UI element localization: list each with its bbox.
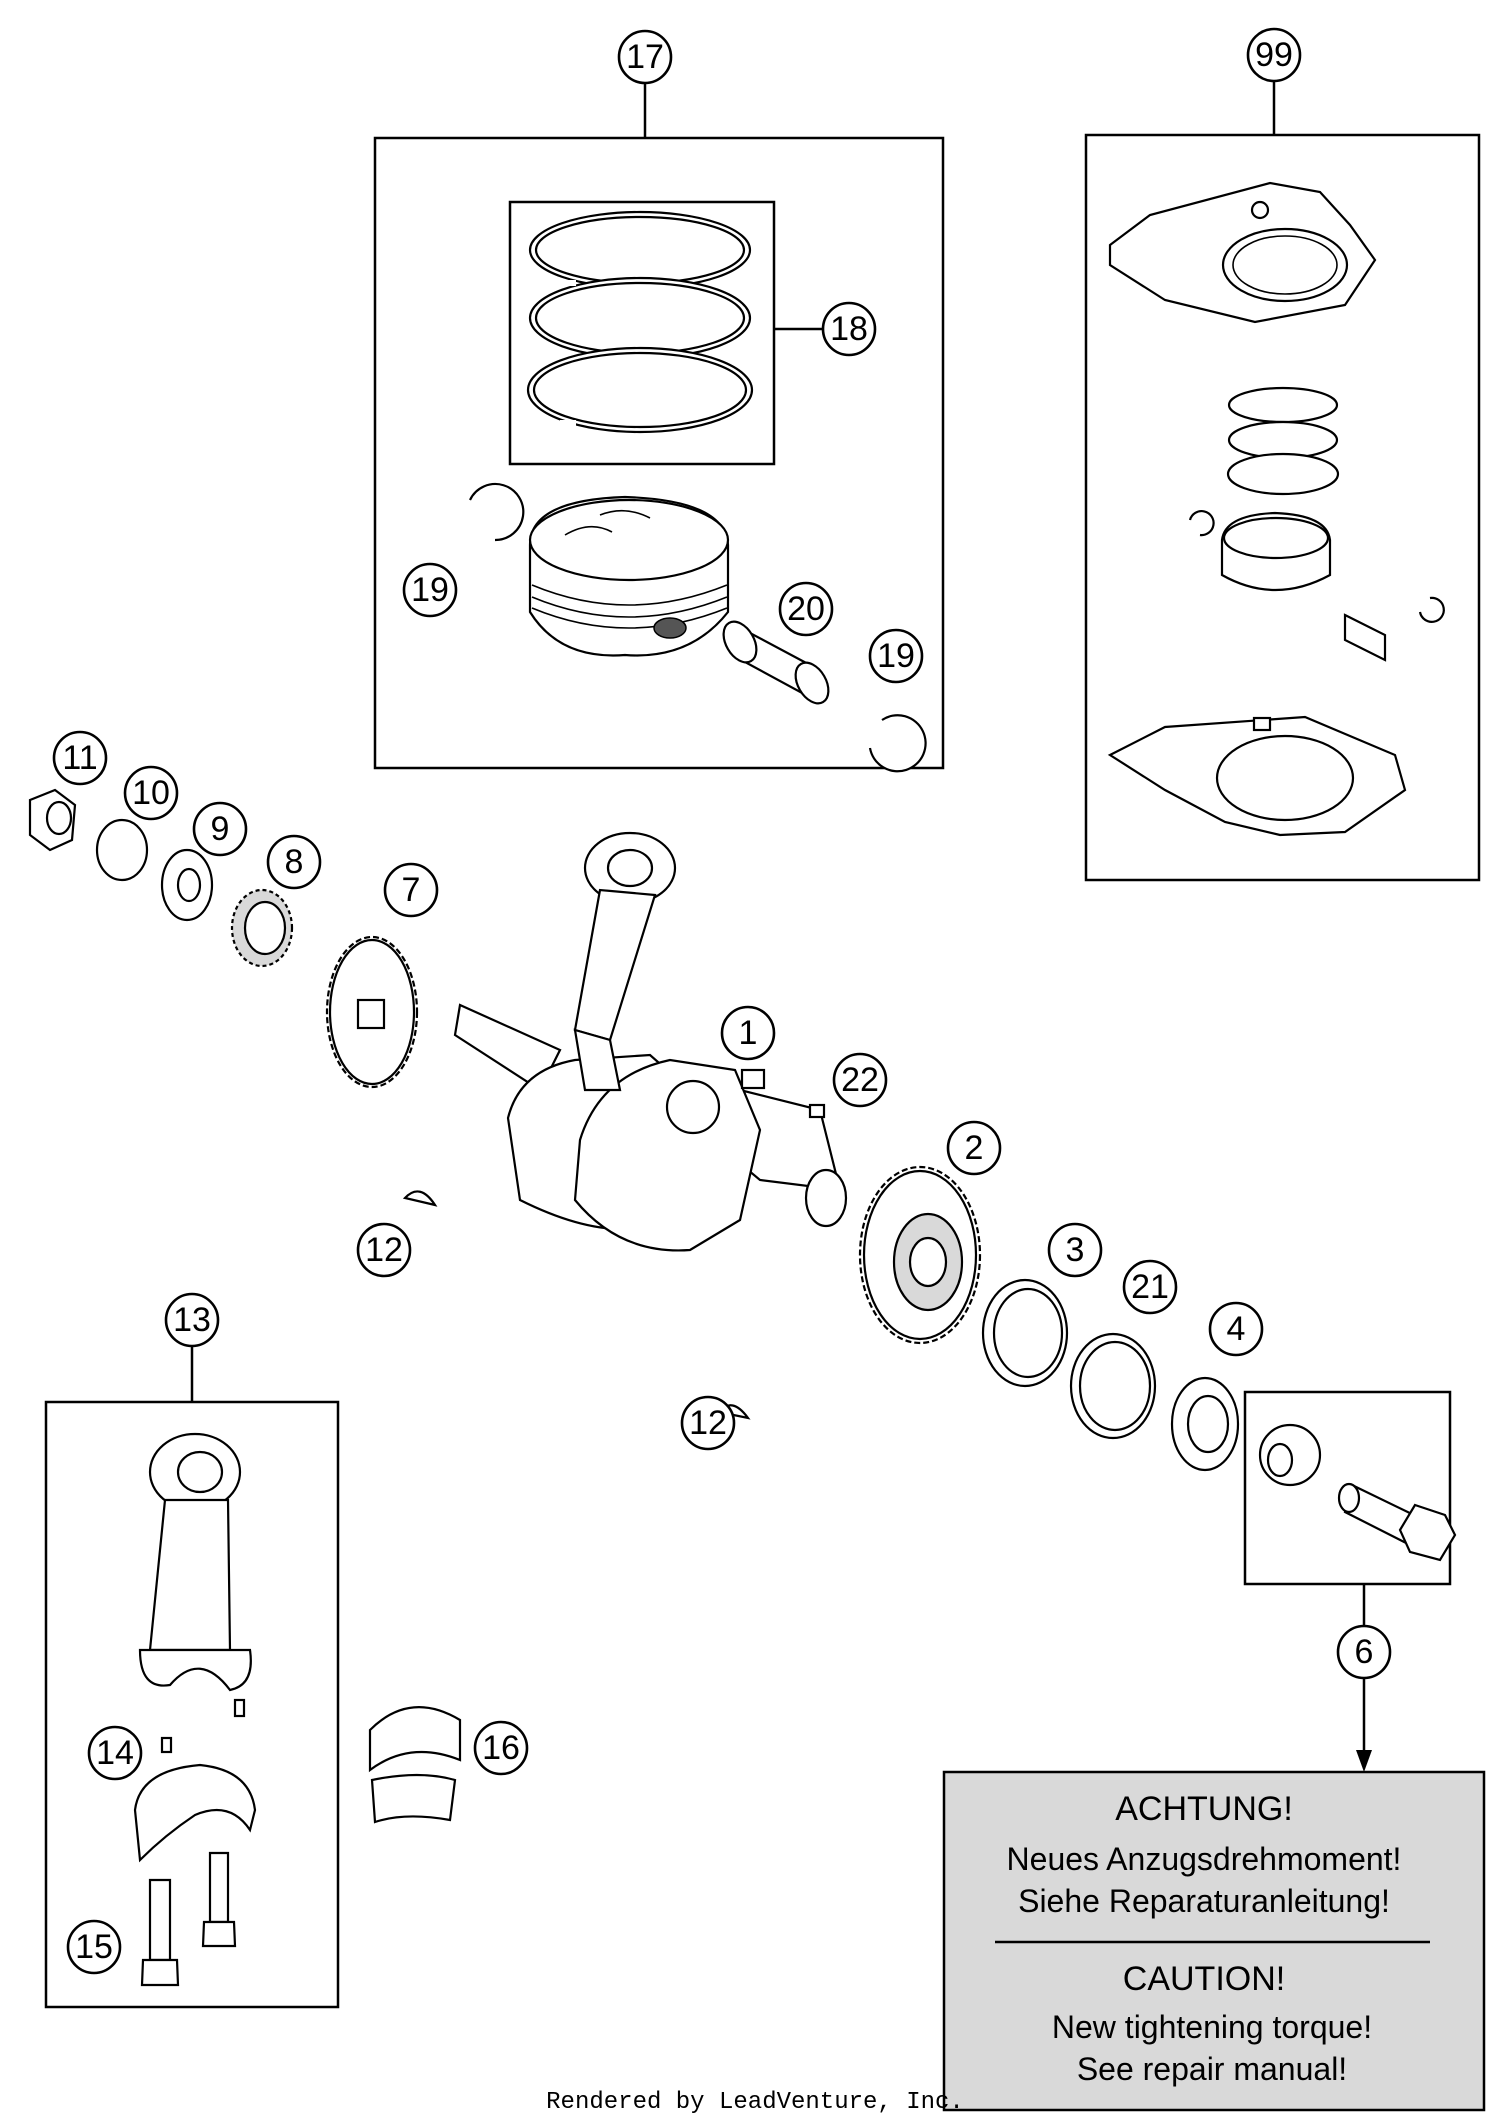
render-credit: Rendered by LeadVenture, Inc.: [546, 2089, 964, 2116]
washer-10: [95, 818, 149, 882]
svg-text:9: 9: [211, 810, 230, 848]
svg-text:11: 11: [62, 739, 97, 777]
callout-3: 3: [1047, 1222, 1103, 1278]
washer-21: [1069, 1332, 1157, 1440]
svg-text:7: 7: [402, 871, 421, 909]
callout-4: 4: [1208, 1301, 1264, 1357]
notice-de-heading: ACHTUNG!: [1115, 1790, 1293, 1828]
circlip-right: [868, 714, 927, 773]
callout-10: 10: [123, 765, 179, 821]
crankshaft: [453, 1003, 848, 1252]
torque-notice-box: ACHTUNG! Neues Anzugsdrehmoment! Siehe R…: [942, 1770, 1486, 2112]
callout-15: 15: [66, 1919, 122, 1975]
svg-text:14: 14: [96, 1734, 134, 1772]
gasket-kit-piston: [1188, 510, 1445, 662]
washer-9: [160, 848, 214, 922]
svg-text:19: 19: [877, 637, 915, 675]
piston-pin: [722, 620, 830, 705]
svg-text:16: 16: [482, 1729, 520, 1767]
cylinder-head-gasket: [1108, 181, 1377, 324]
callout-19-left: 19: [402, 562, 458, 618]
svg-text:12: 12: [689, 1404, 727, 1442]
crankshaft-conrod: [573, 831, 677, 1092]
woodruff-key-12a: [402, 1190, 438, 1207]
callout-20: 20: [778, 581, 834, 637]
callout-13: 13: [164, 1292, 220, 1348]
svg-text:3: 3: [1066, 1231, 1085, 1269]
svg-text:18: 18: [830, 310, 868, 348]
svg-text:17: 17: [626, 38, 664, 76]
svg-text:2: 2: [965, 1129, 984, 1167]
bearing-shells: [368, 1706, 462, 1824]
svg-text:22: 22: [841, 1061, 879, 1099]
svg-text:15: 15: [75, 1928, 113, 1966]
washer-3: [981, 1278, 1069, 1388]
notice-de-line1: Neues Anzugsdrehmoment!: [1007, 1841, 1402, 1877]
nut-4: [1170, 1376, 1240, 1472]
bolt-kit-washer: [1258, 1423, 1322, 1487]
dowel-pin-22: [808, 1103, 826, 1119]
svg-text:13: 13: [173, 1301, 211, 1339]
callout-19-right: 19: [868, 628, 924, 684]
svg-text:12: 12: [365, 1231, 403, 1269]
callout-21: 21: [1122, 1259, 1178, 1315]
svg-text:10: 10: [132, 774, 170, 812]
notice-de-line2: Siehe Reparaturanleitung!: [1018, 1883, 1390, 1919]
nut-11: [28, 788, 77, 852]
callout-6: 6: [1336, 1624, 1392, 1680]
conrod-bolts: [140, 1851, 237, 1987]
primary-gear: [858, 1165, 982, 1345]
callout-2: 2: [946, 1120, 1002, 1176]
callout-11: 11: [52, 730, 108, 786]
notice-en-line1: New tightening torque!: [1052, 2009, 1372, 2045]
bolt-kit-box: [1243, 1390, 1452, 1586]
connecting-rod: [138, 1432, 252, 1754]
timing-sprocket: [230, 888, 294, 968]
callout-18: 18: [821, 301, 877, 357]
gasket-kit-rings: [1226, 386, 1340, 496]
callout-8: 8: [266, 834, 322, 890]
gasket-kit-box: [1084, 133, 1481, 882]
bolt-kit-bolt: [1337, 1482, 1457, 1562]
svg-text:21: 21: [1131, 1268, 1169, 1306]
piston: [528, 495, 730, 657]
svg-text:8: 8: [285, 843, 304, 881]
callout-99: 99: [1246, 27, 1302, 83]
callout-12-left: 12: [356, 1222, 412, 1278]
svg-text:99: 99: [1255, 36, 1293, 74]
notice-en-heading: CAUTION!: [1123, 1960, 1285, 1998]
svg-text:4: 4: [1227, 1310, 1246, 1348]
svg-text:20: 20: [787, 590, 825, 628]
piston-rings: [526, 210, 754, 434]
svg-text:6: 6: [1355, 1633, 1374, 1671]
callout-16: 16: [473, 1720, 529, 1776]
notice-en-line2: See repair manual!: [1077, 2051, 1347, 2087]
callout-1: 1: [720, 1005, 776, 1061]
piston-kit-box: [373, 136, 945, 770]
conrod-cap: [133, 1763, 257, 1863]
cylinder-base-gasket: [1107, 715, 1407, 837]
circlip-left: [469, 482, 525, 542]
pulse-wheel-gear: [325, 935, 419, 1089]
svg-text:19: 19: [411, 571, 449, 609]
callout-22: 22: [832, 1052, 888, 1108]
callout-12-right: 12: [680, 1395, 736, 1451]
callout-9: 9: [192, 801, 248, 857]
piston-ring-set-box: [508, 200, 776, 466]
callout-14: 14: [87, 1725, 143, 1781]
callout-7: 7: [383, 862, 439, 918]
callout-17: 17: [617, 29, 673, 85]
svg-text:1: 1: [739, 1014, 758, 1052]
